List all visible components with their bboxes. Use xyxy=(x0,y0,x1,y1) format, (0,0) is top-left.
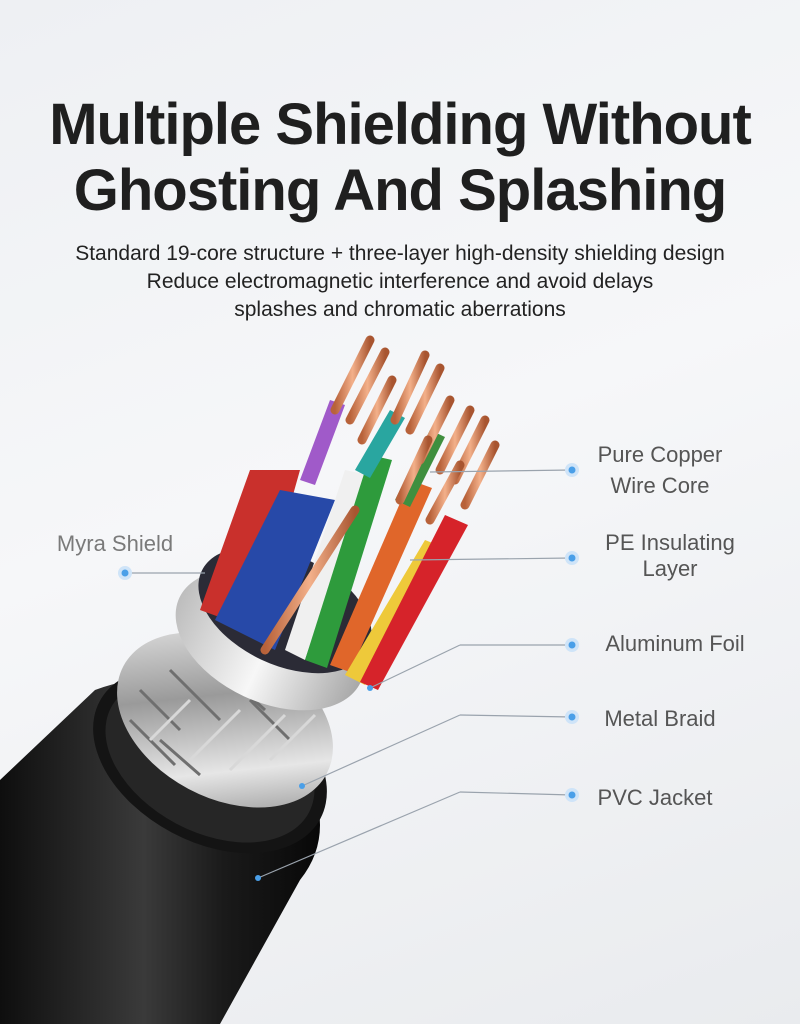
callout-metal-braid-label: Metal Braid xyxy=(604,706,716,731)
callout-pe-insulating: PE Insulating Layer xyxy=(570,530,770,582)
callout-pe-insulating-line-2: Layer xyxy=(642,556,698,581)
dot-metal-braid xyxy=(568,713,576,721)
callout-aluminum-foil-label: Aluminum Foil xyxy=(605,631,745,656)
callout-pvc-jacket-label: PVC Jacket xyxy=(597,785,713,810)
headline: Multiple Shielding Without Ghosting And … xyxy=(0,92,800,224)
callout-pure-copper-line-1: Pure Copper xyxy=(597,442,723,467)
callout-pe-insulating-line-1: PE Insulating xyxy=(605,530,735,555)
headline-line-1: Multiple Shielding Without xyxy=(49,92,752,157)
callout-dots xyxy=(118,463,579,881)
dot-pure-copper xyxy=(568,466,576,474)
callout-metal-braid: Metal Braid xyxy=(580,706,740,732)
callout-myra-shield: Myra Shield xyxy=(30,531,200,557)
callout-pure-copper-line-2: Wire Core xyxy=(610,473,710,498)
callout-myra-shield-label: Myra Shield xyxy=(56,531,174,556)
callout-pvc-jacket: PVC Jacket xyxy=(575,785,735,811)
callout-pure-copper: Pure Copper Wire Core xyxy=(570,442,750,499)
dot-pe-insulating xyxy=(568,554,576,562)
subtitle-line-2: Reduce electromagnetic interference and … xyxy=(146,270,654,293)
callout-leader-lines xyxy=(125,469,573,879)
subtitle-line-1: Standard 19-core structure + three-layer… xyxy=(75,242,725,265)
callout-aluminum-foil: Aluminum Foil xyxy=(580,631,770,657)
subtitle-line-3: splashes and chromatic aberrations xyxy=(234,298,566,321)
dot-pvc-jacket xyxy=(568,791,576,799)
headline-line-2: Ghosting And Splashing xyxy=(73,158,727,223)
insulated-conductors xyxy=(200,400,468,690)
dot-aluminum-foil xyxy=(568,641,576,649)
subtitle: Standard 19-core structure + three-layer… xyxy=(0,240,800,324)
dot-myra-shield xyxy=(121,569,129,577)
copper-wire-cores xyxy=(260,335,500,655)
